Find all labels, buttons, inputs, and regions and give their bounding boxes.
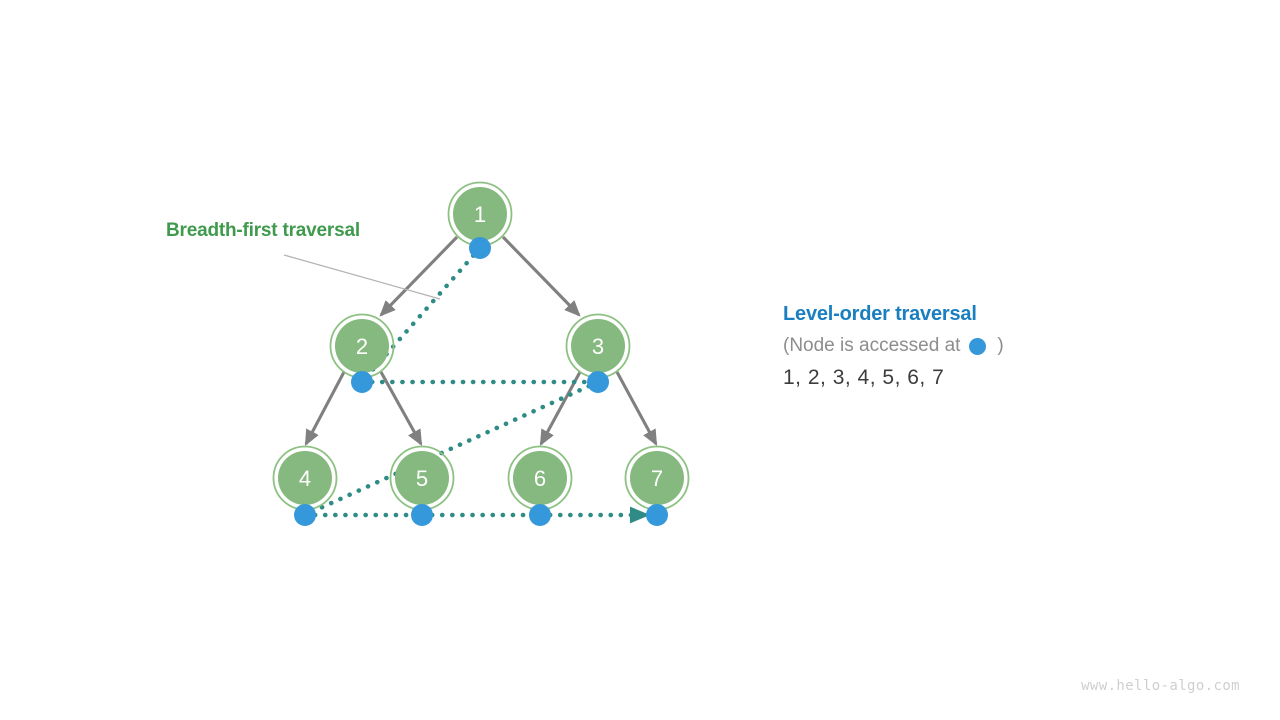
node-circle [630, 451, 684, 505]
tree-node-6[interactable]: 6 [507, 445, 573, 511]
node-circle [513, 451, 567, 505]
access-dot-node-4 [294, 504, 316, 526]
blue-dot-icon [969, 337, 987, 355]
node-label: 2 [356, 334, 368, 359]
watermark: www.hello-algo.com [1081, 678, 1240, 694]
node-circle [278, 451, 332, 505]
edge-3-7 [615, 371, 658, 446]
node-circle [395, 451, 449, 505]
tree-node-7[interactable]: 7 [624, 445, 690, 511]
traversal-seg-3-4 [302, 379, 601, 518]
tree-node-5[interactable]: 5 [389, 445, 455, 511]
legend-note-suffix: ) [997, 335, 1004, 356]
access-dot-node-5 [411, 504, 433, 526]
access-dot-node-6 [529, 504, 551, 526]
legend-title: Level-order traversal [783, 303, 977, 325]
breadth-first-traversal-label: Breadth-first traversal [166, 220, 360, 241]
edge-2-4 [304, 371, 346, 446]
edge-1-3 [501, 235, 581, 317]
legend-note-prefix: (Node is accessed at [783, 335, 961, 356]
node-label: 4 [299, 466, 311, 491]
node-label: 6 [534, 466, 546, 491]
tree-node-3[interactable]: 3 [565, 313, 631, 379]
traversal-path [302, 245, 651, 524]
access-dots [294, 237, 668, 526]
tree-node-2[interactable]: 2 [329, 313, 395, 379]
edge-2-5 [379, 371, 423, 446]
node-circle [453, 187, 507, 241]
legend-note: (Node is accessed at ) [783, 335, 1203, 357]
access-dot-node-3 [587, 371, 609, 393]
node-label: 5 [416, 466, 428, 491]
legend-panel: Level-order traversal (Node is accessed … [783, 303, 1203, 390]
node-label: 7 [651, 466, 663, 491]
traversal-seg-1-2 [359, 245, 483, 385]
traversal-sequence: 1, 2, 3, 4, 5, 6, 7 [783, 366, 945, 389]
access-dot-node-7 [646, 504, 668, 526]
access-dot-node-2 [351, 371, 373, 393]
node-label: 3 [592, 334, 604, 359]
tree-nodes: 1 2 3 4 5 6 7 [272, 181, 690, 511]
node-circle [571, 319, 625, 373]
tree-node-1[interactable]: 1 [447, 181, 513, 247]
node-label: 1 [474, 202, 486, 227]
label-leader-line [283, 254, 441, 300]
tree-node-4[interactable]: 4 [272, 445, 338, 511]
edge-1-2 [379, 235, 459, 317]
node-circle [335, 319, 389, 373]
access-dot-node-1 [469, 237, 491, 259]
